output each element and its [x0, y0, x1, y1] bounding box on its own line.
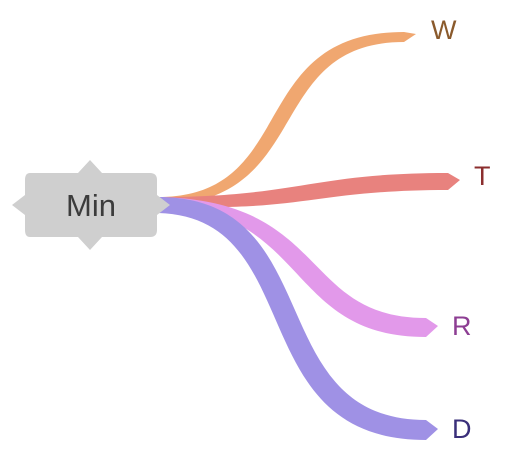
branch-label-t[interactable]: T [474, 161, 491, 191]
branch-label-r[interactable]: R [452, 311, 472, 341]
branch-connector-r [158, 197, 438, 337]
branch-connector-d [158, 197, 438, 440]
root-node-shape [12, 160, 170, 250]
branch-connector-t [158, 173, 460, 208]
branch-label-d[interactable]: D [452, 414, 472, 444]
branch-label-w[interactable]: W [431, 15, 457, 45]
root-node-label: Min [66, 188, 116, 223]
branch-connector-w [158, 32, 416, 205]
root-node[interactable]: Min [12, 160, 170, 250]
